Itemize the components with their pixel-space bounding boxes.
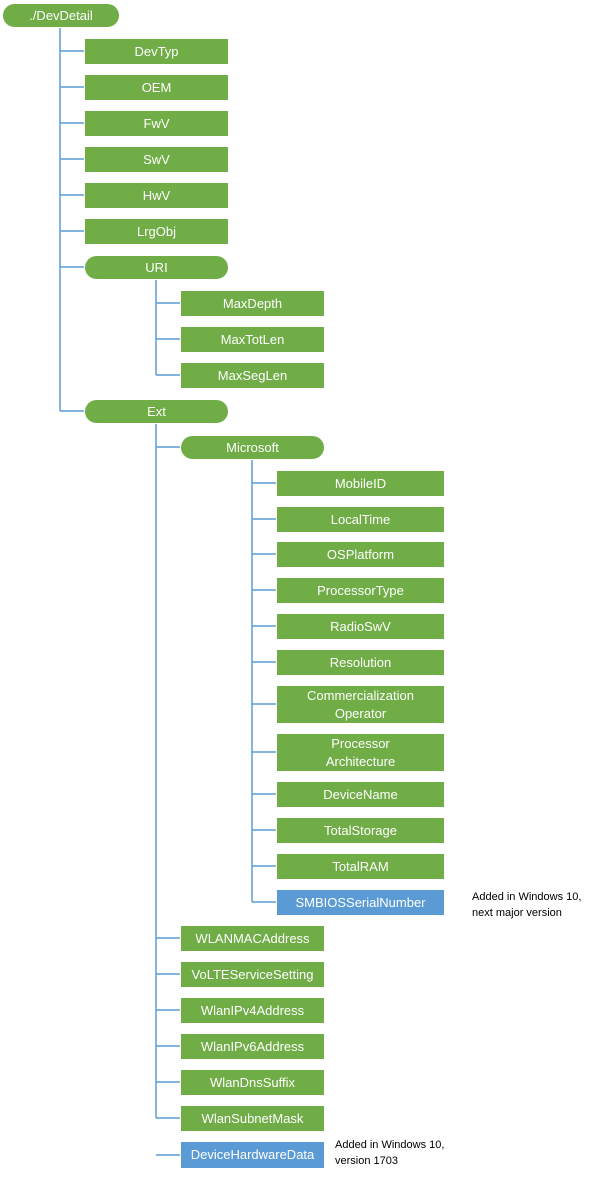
note-smbios: Added in Windows 10, next major version [472,889,581,921]
node-maxdepth: MaxDepth [180,290,325,317]
node-label-line: Operator [334,705,387,721]
node-processortype: ProcessorType [276,577,445,604]
node-devtyp: DevTyp [84,38,229,65]
node-wlanmacaddress: WLANMACAddress [180,925,325,952]
node-lrgobj: LrgObj [84,218,229,245]
node-volteservicesetting: VoLTEServiceSetting [180,961,325,988]
node-fwv: FwV [84,110,229,137]
node-devicename: DeviceName [276,781,445,808]
note-line: Added in Windows 10, [472,891,582,903]
node-wlanipv6address: WlanIPv6Address [180,1033,325,1060]
node-devicehardwaredata: DeviceHardwareData [180,1141,325,1169]
node-wlansubnetmask: WlanSubnetMask [180,1105,325,1132]
node-swv: SwV [84,146,229,173]
node-label-line: Commercialization [307,687,414,703]
note-line: Added in Windows 10, [335,1139,445,1151]
node-radioswv: RadioSwV [276,613,445,640]
node-microsoft: Microsoft [180,435,325,460]
node-maxseglen: MaxSegLen [180,362,325,389]
node-wlandnssuffix: WlanDnsSuffix [180,1069,325,1096]
node-label-line: Architecture [325,753,396,769]
node-devdetail: ./DevDetail [2,3,120,28]
node-localtime: LocalTime [276,506,445,533]
node-mobileid: MobileID [276,470,445,497]
node-commercialization-operator: Commercialization Operator [276,685,445,724]
node-uri: URI [84,255,229,280]
node-ext: Ext [84,399,229,424]
node-label-line: Processor [331,735,390,751]
node-hwv: HwV [84,182,229,209]
node-smbiosserialnumber: SMBIOSSerialNumber [276,889,445,916]
node-osplatform: OSPlatform [276,541,445,568]
node-maxtotlen: MaxTotLen [180,326,325,353]
note-devicehardwaredata: Added in Windows 10, version 1703 [335,1137,444,1169]
node-totalram: TotalRAM [276,853,445,880]
node-wlanipv4address: WlanIPv4Address [180,997,325,1024]
note-line: next major version [472,907,562,919]
node-oem: OEM [84,74,229,101]
node-totalstorage: TotalStorage [276,817,445,844]
node-processor-architecture: Processor Architecture [276,733,445,772]
node-resolution: Resolution [276,649,445,676]
note-line: version 1703 [335,1155,398,1167]
